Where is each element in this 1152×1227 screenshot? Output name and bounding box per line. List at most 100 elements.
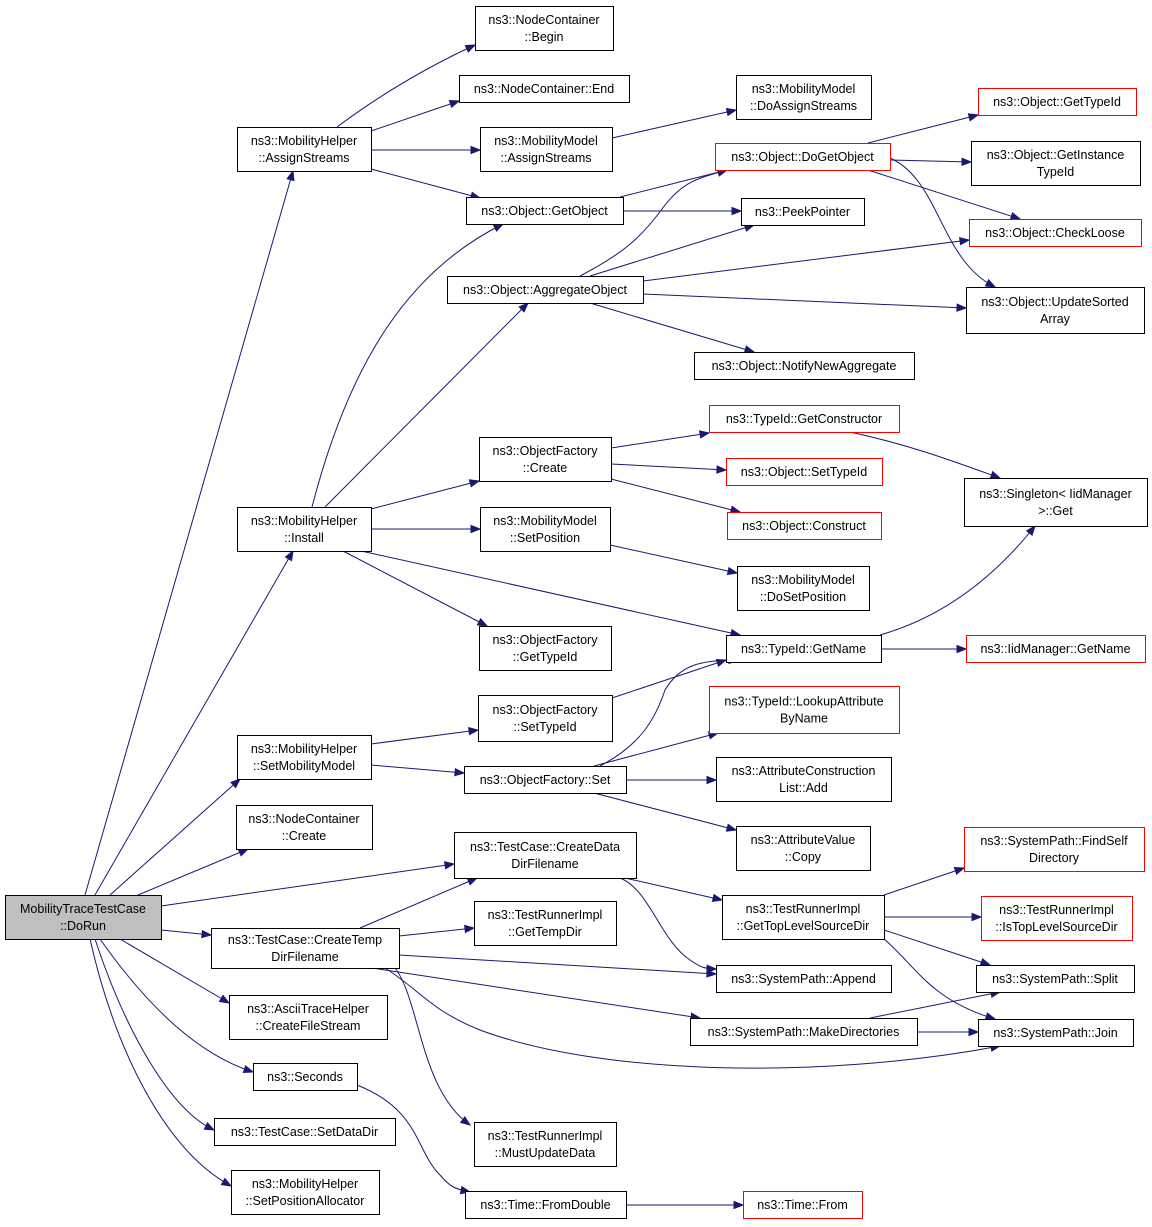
- node-tri-gettemp[interactable]: ns3::TestRunnerImpl::GetTempDir: [474, 901, 617, 946]
- node-nc-create[interactable]: ns3::NodeContainer::Create: [236, 805, 373, 850]
- node-sp-makedirs[interactable]: ns3::SystemPath::MakeDirectories: [690, 1018, 918, 1046]
- node-of-settypeid[interactable]: ns3::ObjectFactory::SetTypeId: [478, 695, 613, 742]
- node-label: ::CreateFileStream: [256, 1019, 361, 1033]
- node-box: [978, 1019, 1134, 1047]
- node-box: [737, 566, 870, 611]
- node-mm-assign[interactable]: ns3::MobilityModel::AssignStreams: [480, 127, 613, 172]
- node-box: [971, 141, 1141, 186]
- node-mh-setmodel[interactable]: ns3::MobilityHelper::SetMobilityModel: [237, 735, 372, 780]
- node-ath-create[interactable]: ns3::AsciiTraceHelper::CreateFileStream: [229, 995, 388, 1040]
- node-of-gettypeid[interactable]: ns3::ObjectFactory::GetTypeId: [479, 626, 612, 671]
- node-of-create[interactable]: ns3::ObjectFactory::Create: [479, 437, 612, 482]
- node-iid-getname[interactable]: ns3::IidManager::GetName: [966, 635, 1146, 663]
- node-sp-join[interactable]: ns3::SystemPath::Join: [978, 1019, 1134, 1047]
- node-box: [479, 437, 612, 482]
- node-sp-split[interactable]: ns3::SystemPath::Split: [976, 965, 1135, 993]
- node-obj-construct[interactable]: ns3::Object::Construct: [727, 512, 882, 540]
- node-mh-install[interactable]: ns3::MobilityHelper::Install: [237, 507, 372, 552]
- node-box: [459, 75, 630, 103]
- node-label: TypeId: [1037, 165, 1075, 179]
- node-box: [480, 127, 613, 172]
- node-label: ns3::NodeContainer: [488, 13, 599, 27]
- node-label: ns3::SystemPath::Join: [993, 1026, 1117, 1040]
- node-of-set[interactable]: ns3::ObjectFactory::Set: [464, 766, 627, 794]
- node-label: ns3::SystemPath::FindSelf: [980, 834, 1128, 848]
- edge-obj_aggregate-to-obj_updatesorted: [642, 293, 968, 312]
- node-tid-getname[interactable]: ns3::TypeId::GetName: [726, 635, 882, 663]
- node-mh-setposalloc[interactable]: ns3::MobilityHelper::SetPositionAllocato…: [231, 1170, 380, 1215]
- node-mm-dosetpos[interactable]: ns3::MobilityModel::DoSetPosition: [737, 566, 870, 611]
- node-mh-assign[interactable]: ns3::MobilityHelper::AssignStreams: [237, 127, 372, 172]
- node-nc-end[interactable]: ns3::NodeContainer::End: [459, 75, 630, 103]
- node-time-from[interactable]: ns3::Time::From: [743, 1191, 863, 1219]
- node-label: ::DoSetPosition: [760, 590, 846, 604]
- node-sp-append[interactable]: ns3::SystemPath::Append: [716, 965, 892, 993]
- node-obj-gettypeid[interactable]: ns3::Object::GetTypeId: [978, 88, 1137, 116]
- node-box: [966, 287, 1145, 334]
- node-box: [480, 507, 611, 552]
- node-box: [466, 197, 624, 225]
- node-label: ns3::MobilityModel: [493, 514, 597, 528]
- node-label: ::Install: [284, 531, 324, 545]
- node-label: ns3::SystemPath::Append: [731, 972, 876, 986]
- node-tri-mustupdate[interactable]: ns3::TestRunnerImpl::MustUpdateData: [474, 1122, 617, 1167]
- node-box: [474, 1122, 617, 1167]
- node-tri-gettop[interactable]: ns3::TestRunnerImpl::GetTopLevelSourceDi…: [722, 895, 885, 940]
- node-time-fromdouble[interactable]: ns3::Time::FromDouble: [465, 1191, 627, 1219]
- node-label: ns3::Object::CheckLoose: [985, 226, 1125, 240]
- node-obj-getobject[interactable]: ns3::Object::GetObject: [466, 197, 624, 225]
- edge-tc_createtemp-to-tri_gettemp: [398, 924, 476, 937]
- node-label: ns3::Object::AggregateObject: [463, 283, 628, 297]
- node-root[interactable]: MobilityTraceTestCase::DoRun: [5, 895, 162, 940]
- node-label: ns3::TestRunnerImpl: [488, 908, 603, 922]
- node-peekpointer[interactable]: ns3::PeekPointer: [741, 198, 865, 226]
- edge-root-to-mh_setposalloc: [89, 938, 233, 1187]
- node-obj-dogetobject[interactable]: ns3::Object::DoGetObject: [715, 143, 891, 171]
- node-obj-aggregate[interactable]: ns3::Object::AggregateObject: [447, 276, 644, 304]
- node-label: ns3::MobilityHelper: [251, 134, 357, 148]
- node-mm-setpos[interactable]: ns3::MobilityModel::SetPosition: [480, 507, 611, 552]
- edge-obj_aggregate-to-peekpointer: [589, 223, 756, 277]
- node-mm-doassign[interactable]: ns3::MobilityModel::DoAssignStreams: [736, 75, 872, 120]
- edge-tri_gettop-to-sp_findself: [883, 867, 966, 896]
- node-box: [964, 478, 1148, 527]
- node-box: [715, 143, 891, 171]
- node-label: ::AssignStreams: [258, 151, 349, 165]
- edge-tid_getname-to-singleton_get: [879, 524, 1036, 636]
- node-label: ::IsTopLevelSourceDir: [995, 920, 1117, 934]
- node-obj-settypeid[interactable]: ns3::Object::SetTypeId: [726, 458, 883, 486]
- node-tc-setdata[interactable]: ns3::TestCase::SetDataDir: [214, 1118, 396, 1146]
- node-label: ns3::Singleton< IidManager: [979, 487, 1132, 501]
- node-nc-begin[interactable]: ns3::NodeContainer::Begin: [475, 6, 614, 51]
- node-label: ns3::PeekPointer: [755, 205, 850, 219]
- edge-obj_getobject-to-obj_dogetobject: [619, 168, 729, 198]
- node-box: [475, 6, 614, 51]
- edge-sp_makedirs-to-sp_join: [917, 1027, 980, 1037]
- node-label: ns3::Object::NotifyNewAggregate: [712, 359, 897, 373]
- node-box: [976, 965, 1135, 993]
- node-box: [726, 635, 882, 663]
- edge-mh_install-to-obj_getobject: [311, 223, 505, 508]
- node-label: ns3::TypeId::GetConstructor: [726, 412, 882, 426]
- node-label: ns3::MobilityModel: [751, 573, 855, 587]
- node-label: Array: [1040, 312, 1071, 326]
- node-singleton-get[interactable]: ns3::Singleton< IidManager>::Get: [964, 478, 1148, 527]
- node-label: ns3::AttributeValue: [751, 833, 856, 847]
- node-tri-istop[interactable]: ns3::TestRunnerImpl::IsTopLevelSourceDir: [981, 896, 1133, 941]
- node-tid-getctor[interactable]: ns3::TypeId::GetConstructor: [709, 405, 900, 433]
- node-av-copy[interactable]: ns3::AttributeValue::Copy: [736, 826, 871, 871]
- node-label: ns3::Object::Construct: [742, 519, 866, 533]
- node-obj-checkloose[interactable]: ns3::Object::CheckLoose: [969, 219, 1142, 247]
- node-seconds[interactable]: ns3::Seconds: [253, 1063, 358, 1091]
- node-label: ::SetMobilityModel: [253, 759, 355, 773]
- node-label: ns3::Time::From: [757, 1198, 848, 1212]
- edge-obj_aggregate-to-obj_checkloose: [642, 236, 971, 282]
- node-obj-notify[interactable]: ns3::Object::NotifyNewAggregate: [694, 352, 915, 380]
